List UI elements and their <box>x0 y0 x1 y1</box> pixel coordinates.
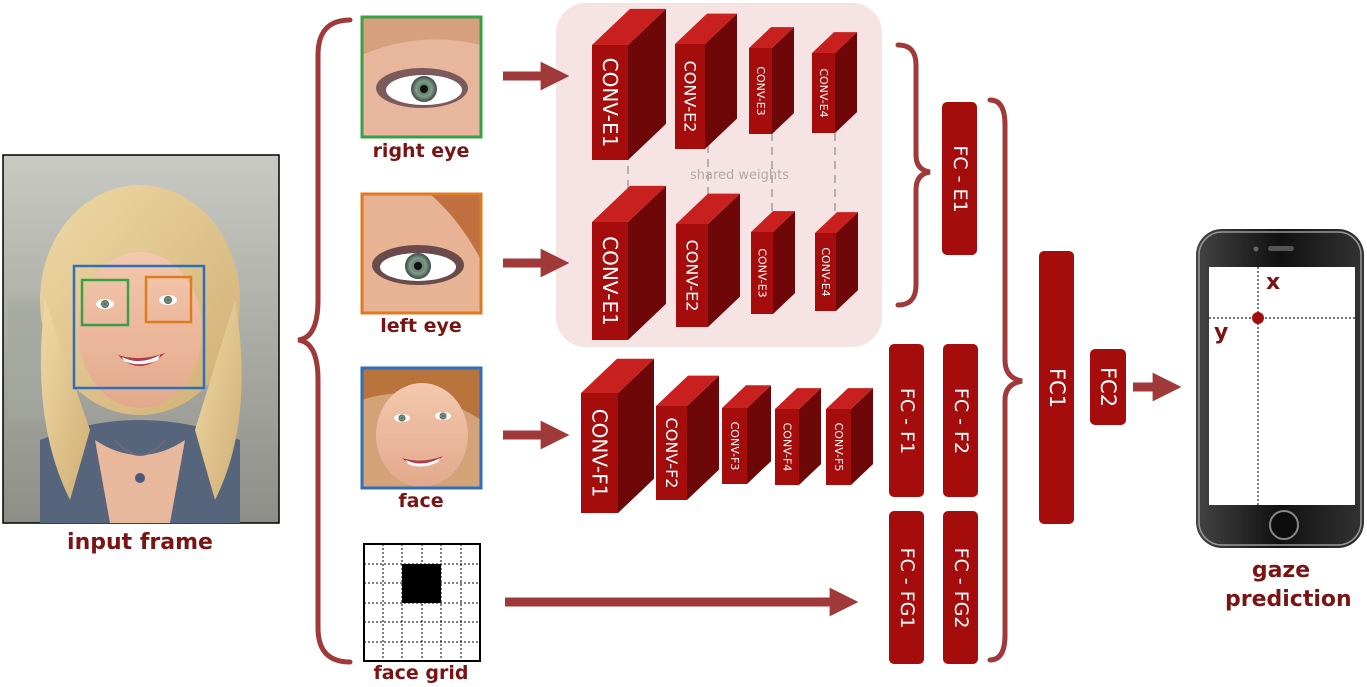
conv-e1-bottom-label: CONV-E1 <box>598 236 622 326</box>
fc-fg2-text: FC - FG2 <box>949 547 972 628</box>
conv-e2-top-block: CONV-E2 <box>675 13 737 149</box>
face-crop <box>360 366 483 490</box>
input-frame-label: input frame <box>67 530 213 555</box>
conv-e4-top-block: CONV-E4 <box>812 32 857 133</box>
fc-merge-brace <box>987 97 1023 663</box>
conv-e3-bottom-label: CONV-E3 <box>756 248 769 297</box>
conv-f3-label: CONV-F3 <box>728 422 741 471</box>
conv-f1-block: CONV-F1 <box>581 358 654 513</box>
face-grid-image <box>363 543 481 662</box>
fc2-text: FC2 <box>1096 366 1120 408</box>
conv-e3-top-label: CONV-E3 <box>754 66 767 115</box>
conv-f2-block: CONV-F2 <box>656 375 719 500</box>
fc-fg1-text: FC - FG1 <box>895 547 918 628</box>
fc1-layer: FC1 <box>1039 251 1074 524</box>
conv-f4-label: CONV-F4 <box>781 423 794 472</box>
conv-e2-bottom-label: CONV-E2 <box>683 240 702 312</box>
fc-f2-text: FC - F2 <box>949 387 972 454</box>
conv-e4-bottom-block: CONV-E4 <box>815 212 858 311</box>
eye-features-brace <box>895 42 931 308</box>
conv-e1-top-label: CONV-E1 <box>598 58 622 148</box>
input-arrows <box>503 61 1182 617</box>
fc-f1-text: FC - F1 <box>895 387 918 454</box>
fc-f1-layer: FC - F1 <box>889 344 924 497</box>
phone-output <box>1196 229 1364 548</box>
conv-f2-label: CONV-F2 <box>662 418 681 489</box>
conv-e4-top-label: CONV-E4 <box>817 68 830 117</box>
conv-f3-block: CONV-F3 <box>722 385 771 484</box>
right-eye-label: right eye <box>372 140 470 162</box>
shared-weights-label: shared weights <box>690 168 790 183</box>
fc-fg2-layer: FC - FG2 <box>943 511 978 664</box>
fc-e1-layer: FC - E1 <box>942 102 977 255</box>
conv-f5-label: CONV-F5 <box>832 423 845 472</box>
phone-x-label: x <box>1266 270 1281 295</box>
right-eye-crop <box>360 15 483 139</box>
fc1-text: FC1 <box>1044 367 1069 408</box>
fc-e1-text: FC - E1 <box>948 144 971 213</box>
input-brace <box>297 17 353 665</box>
conv-e3-top-block: CONV-E3 <box>749 27 794 135</box>
conv-e2-top-label: CONV-E2 <box>681 61 700 133</box>
phone-y-label: y <box>1214 320 1229 345</box>
conv-f4-block: CONV-F4 <box>775 388 821 485</box>
gaze-prediction-label: gaze prediction <box>1225 558 1352 612</box>
face-label: face <box>398 490 444 512</box>
left-eye-crop <box>360 192 483 315</box>
face-grid-label: face grid <box>373 662 469 684</box>
fc2-layer: FC2 <box>1090 349 1126 425</box>
input-frame-photo <box>2 154 280 524</box>
conv-e3-bottom-block: CONV-E3 <box>751 211 795 314</box>
fc-fg1-layer: FC - FG1 <box>889 511 924 664</box>
conv-f1-label: CONV-F1 <box>588 409 612 498</box>
conv-e4-bottom-label: CONV-E4 <box>819 247 832 296</box>
conv-e2-bottom-block: CONV-E2 <box>676 193 740 327</box>
left-eye-label: left eye <box>380 315 462 337</box>
conv-e1-bottom-block: CONV-E1 <box>592 185 666 340</box>
conv-f5-block: CONV-F5 <box>826 388 873 485</box>
conv-e1-top-block: CONV-E1 <box>592 8 666 161</box>
fc-f2-layer: FC - F2 <box>943 344 978 497</box>
